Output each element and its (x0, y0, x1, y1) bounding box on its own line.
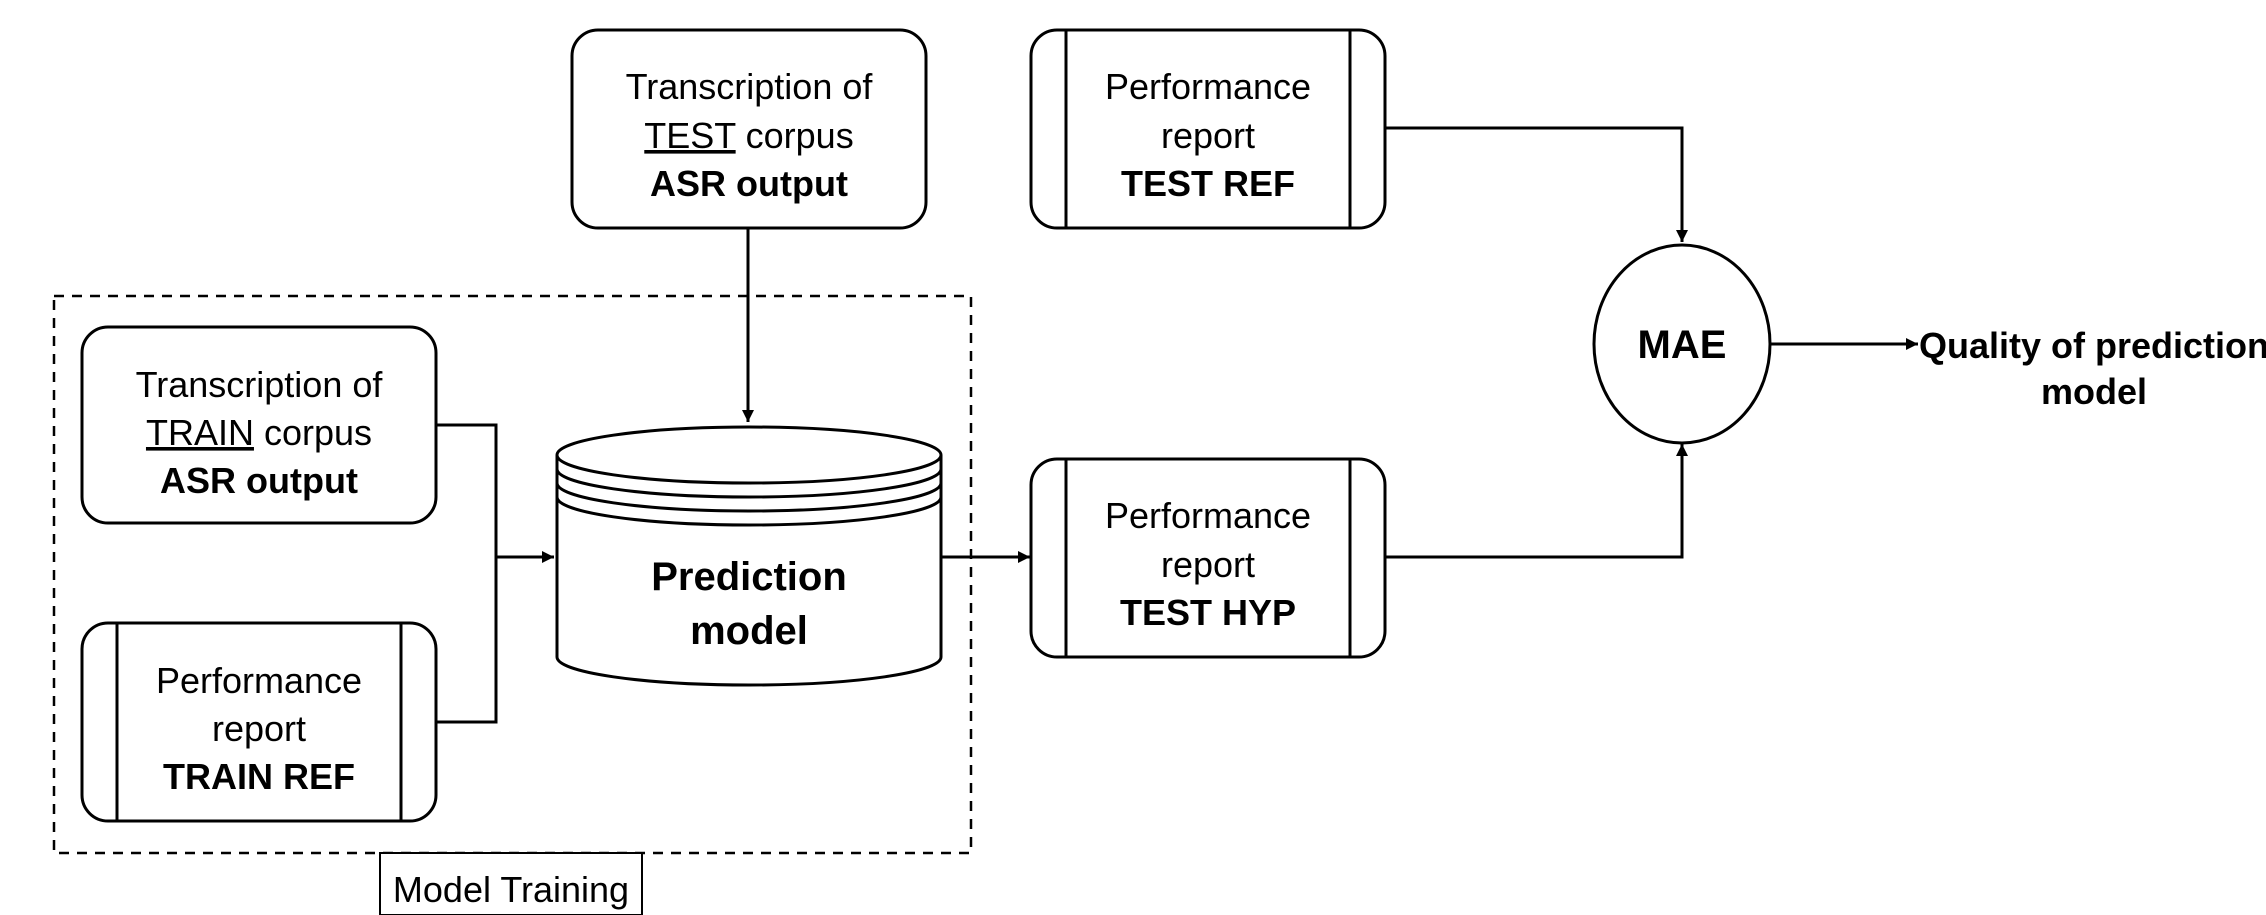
test-hyp-line2: report (1161, 544, 1255, 585)
train-ref-line1: Performance (156, 660, 362, 701)
test-ref-line3: TEST REF (1121, 163, 1295, 204)
model-training-label: Model Training (393, 869, 629, 910)
connector-test-ref-to-mae (1385, 126, 1688, 242)
test-asr-underlined: TEST (644, 115, 736, 156)
test-asr-line1: Transcription of (626, 66, 874, 107)
test-ref-line2: report (1161, 115, 1255, 156)
output-line2: model (2041, 371, 2147, 412)
connector-train-ref-to-junction (436, 557, 498, 724)
prediction-model-line2: model (690, 609, 808, 653)
model-training-tab: Model Training (379, 852, 643, 915)
node-test-asr-output: Transcription of TEST corpus ASR output (570, 28, 928, 230)
train-asr-line2: TRAIN corpus (146, 412, 372, 453)
node-mae: MAE (1592, 243, 1772, 445)
test-asr-line3: ASR output (650, 163, 848, 204)
prediction-model-line1: Prediction (651, 555, 847, 599)
train-asr-underlined: TRAIN (146, 412, 254, 453)
train-ref-line3: TRAIN REF (163, 756, 355, 797)
node-train-asr-output: Transcription of TRAIN corpus ASR output (80, 325, 438, 525)
connectors (436, 126, 1918, 724)
test-hyp-line1: Performance (1105, 495, 1311, 536)
node-train-ref-report: Performance report TRAIN REF (80, 621, 438, 823)
node-test-hyp-report: Performance report TEST HYP (1029, 457, 1387, 659)
train-ref-line2: report (212, 708, 306, 749)
train-asr-line1: Transcription of (136, 364, 384, 405)
output-line1: Quality of prediction (1919, 325, 2266, 366)
test-ref-line1: Performance (1105, 66, 1311, 107)
node-prediction-model: Prediction model (555, 425, 943, 687)
test-hyp-line3: TEST HYP (1120, 592, 1296, 633)
test-asr-line2-rest: corpus (736, 115, 854, 156)
mae-label: MAE (1638, 323, 1727, 367)
connector-test-hyp-to-mae (1385, 444, 1688, 559)
test-asr-line2: TEST corpus (644, 115, 853, 156)
node-test-ref-report: Performance report TEST REF (1029, 28, 1387, 230)
train-asr-line3: ASR output (160, 460, 358, 501)
node-quality-output: Quality of prediction model (1919, 325, 2266, 412)
train-asr-line2-rest: corpus (254, 412, 372, 453)
connector-train-asr-to-junction (436, 423, 498, 557)
